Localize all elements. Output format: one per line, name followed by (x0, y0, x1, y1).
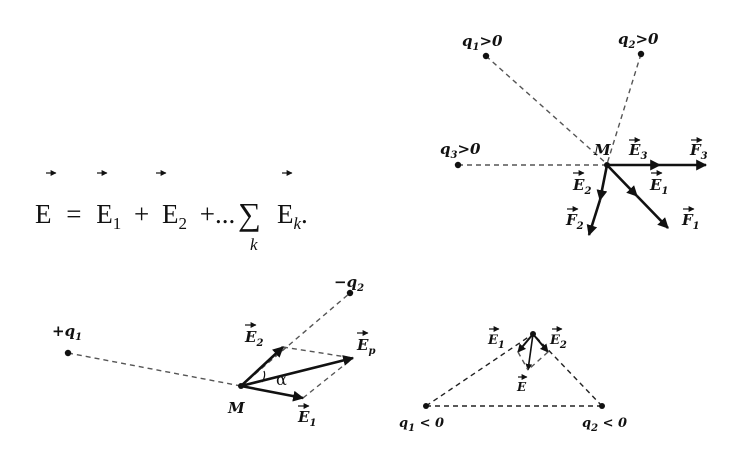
formula-term-2: E (162, 199, 179, 229)
fig2-field-lines (67, 292, 354, 399)
vector-e1 (240, 384, 305, 402)
formula-sigma-index: k (250, 235, 258, 254)
label-e1: E1 (297, 408, 316, 429)
label-e-resultant: E (516, 380, 527, 394)
figure-three-charges: q1>0 q2>0 q3>0 M E3 F3 E2 E1 F2 F1 (440, 30, 708, 237)
charge-plus-q1-dot (64, 349, 72, 357)
formula-term-k-group: Ek. (277, 199, 308, 233)
charge-q2-dot (599, 403, 605, 409)
label-e2: E2 (244, 328, 263, 349)
fig2-charges (64, 289, 354, 389)
charge-minus-q2-dot (346, 289, 354, 297)
formula-term-k: E (277, 199, 294, 229)
vector-e2 (240, 346, 284, 387)
formula-plus-1: + (134, 199, 149, 229)
fig2-vectors (240, 346, 355, 402)
label-point-m: M (227, 399, 245, 417)
label-e1: E1 (649, 176, 668, 197)
fig1-field-lines (458, 53, 642, 166)
label-alpha: α (276, 370, 287, 389)
label-plus-q1: +q1 (52, 322, 82, 343)
label-f2: F2 (565, 211, 584, 232)
fig3-vectors (517, 333, 549, 371)
label-f1: F1 (681, 211, 700, 232)
fig1-label-arrows (567, 137, 703, 212)
fig1-charges (454, 50, 645, 169)
vector-e1 (517, 333, 534, 353)
label-e1: E1 (487, 333, 505, 351)
label-q1: q1>0 (462, 32, 503, 53)
fig3-label-arrows (489, 326, 563, 380)
charge-q2-dot (637, 50, 645, 58)
charge-q1-dot (423, 403, 429, 409)
label-q2: q2 < 0 (582, 416, 627, 434)
formula-period: . (301, 199, 308, 229)
formula-term-k-sub: k (294, 214, 302, 233)
label-minus-q2: −q2 (334, 273, 364, 294)
formula-term-1: E (96, 199, 113, 229)
fig3-charges (423, 331, 605, 409)
figure-two-negative-charges: E1 E2 E q1 < 0 q2 < 0 (399, 326, 627, 434)
vector-e-resultant (525, 333, 534, 371)
fig1-vectors (586, 159, 708, 237)
label-e2: E2 (549, 333, 567, 351)
formula-text: E = E1 + E2 +... (35, 199, 235, 235)
fig2-labels: −q2 +q1 E2 Ep α M E1 (52, 273, 375, 429)
angle-alpha-arc (261, 370, 266, 383)
formula-equals: = (66, 199, 81, 229)
label-f3: F3 (689, 141, 708, 162)
label-e3: E3 (628, 141, 647, 162)
superposition-formula: E = E1 + E2 +... ∑ k Ek. (35, 170, 308, 254)
vector-resultant (240, 355, 355, 388)
formula-sigma: ∑ (238, 196, 261, 232)
vector-f2 (586, 199, 602, 237)
label-resultant: Ep (356, 336, 375, 357)
label-q2: q2>0 (618, 30, 659, 51)
label-q1: q1 < 0 (399, 416, 444, 434)
vector-e1 (606, 164, 638, 197)
formula-term-2-sub: 2 (178, 214, 187, 233)
fig2-label-arrows (245, 322, 369, 409)
label-e2: E2 (572, 176, 591, 197)
fig3-triangle-lines (425, 333, 603, 407)
charge-q1-dot (482, 52, 490, 60)
charge-q3-dot (454, 161, 462, 169)
formula-lhs: E (35, 199, 52, 229)
label-point-m: M (593, 141, 611, 159)
label-q3: q3>0 (440, 140, 481, 161)
vector-e2 (596, 164, 609, 202)
formula-plus-dots: +... (200, 199, 235, 229)
vector-f1 (636, 195, 669, 229)
fig1-labels: q1>0 q2>0 q3>0 M E3 F3 E2 E1 F2 F1 (440, 30, 708, 232)
formula-term-1-sub: 1 (113, 214, 122, 233)
figure-two-opposite-charges: −q2 +q1 E2 Ep α M E1 (52, 273, 375, 429)
vector-e2 (532, 333, 549, 353)
fig3-labels: E1 E2 E q1 < 0 q2 < 0 (399, 333, 627, 434)
